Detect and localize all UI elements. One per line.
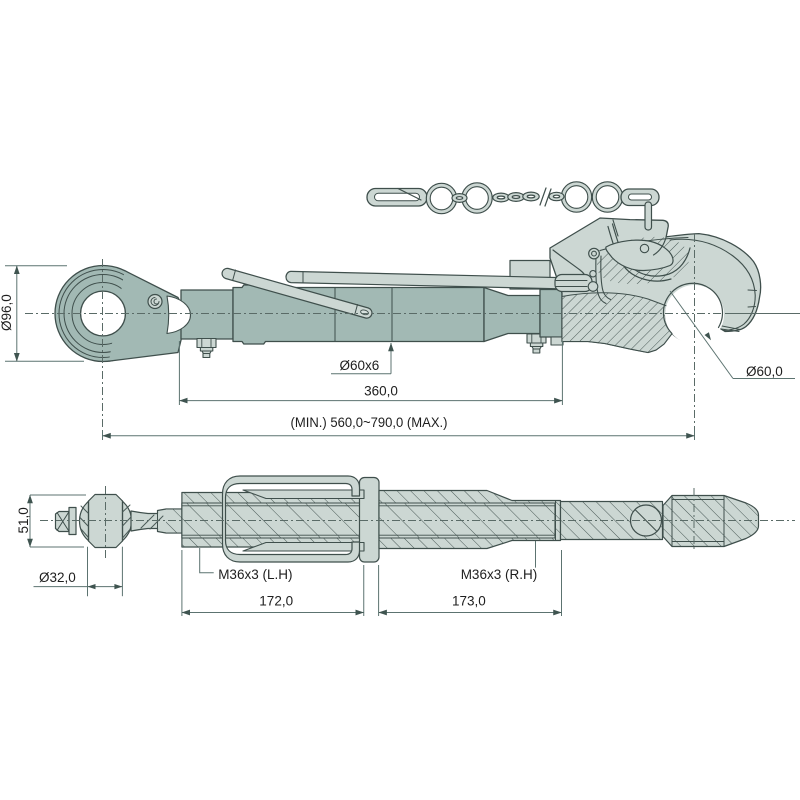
svg-text:(MIN.) 560,0~790,0 (MAX.): (MIN.) 560,0~790,0 (MAX.) [291,415,448,430]
svg-text:M36x3 (R.H): M36x3 (R.H) [461,567,538,582]
svg-text:51,0: 51,0 [16,507,31,533]
svg-text:M36x3 (L.H): M36x3 (L.H) [218,567,292,582]
svg-text:Ø60,0: Ø60,0 [746,364,783,379]
svg-text:Ø32,0: Ø32,0 [39,570,76,585]
svg-text:Ø96,0: Ø96,0 [0,294,14,331]
svg-text:360,0: 360,0 [364,384,398,399]
svg-text:173,0: 173,0 [452,593,486,608]
svg-text:Ø60x6: Ø60x6 [340,358,380,373]
svg-text:172,0: 172,0 [259,593,293,608]
